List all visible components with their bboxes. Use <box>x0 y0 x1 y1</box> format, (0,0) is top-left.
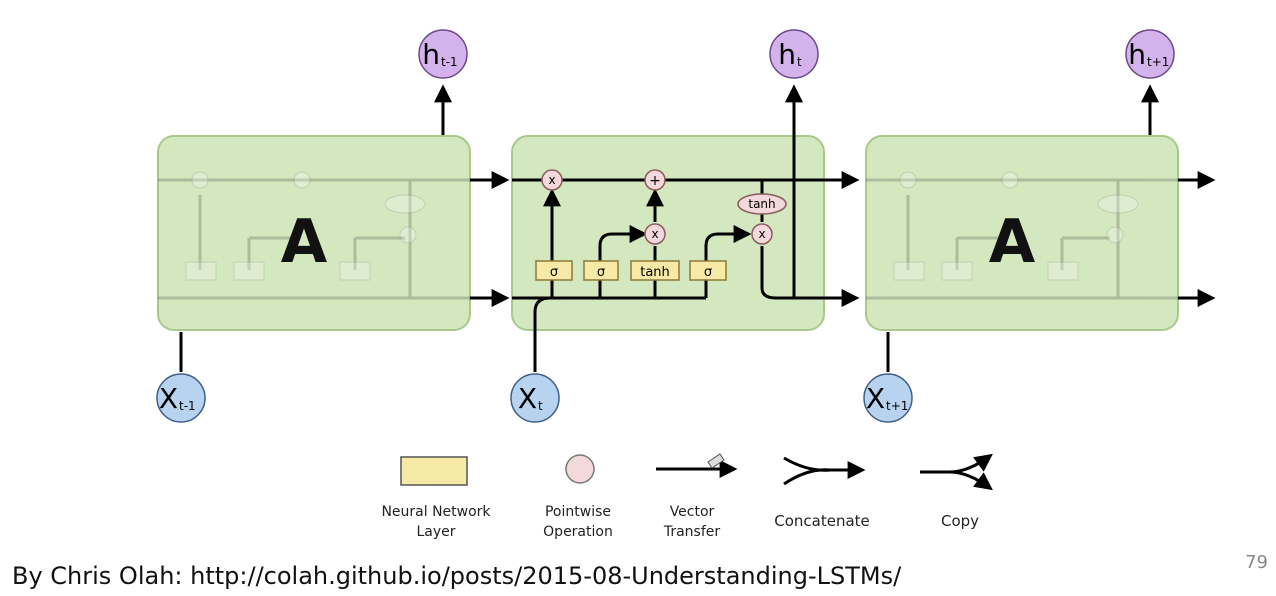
output-base-right: h <box>1128 38 1146 71</box>
page-number: 79 <box>1245 552 1268 573</box>
output-gate-arrow <box>704 225 752 261</box>
cell-middle: σ σ tanh σ x + x x tanh <box>511 84 860 372</box>
input-path-middle <box>533 296 551 372</box>
legend-pointwise-swatch <box>565 454 595 484</box>
input-node-middle: X t <box>510 373 560 423</box>
pointwise-forget-label: x <box>548 173 555 187</box>
cell-left: A <box>157 84 510 372</box>
legend-layer-swatch <box>400 456 468 486</box>
pointwise-input-label: x <box>651 227 658 241</box>
legend-pointwise-label-1: Pointwise <box>545 504 611 520</box>
pointwise-output-label: x <box>758 227 765 241</box>
legend-transfer-label-2: Transfer <box>663 524 721 540</box>
pointwise-input <box>644 223 666 245</box>
input-gate-arrow <box>598 225 648 261</box>
cell-box-right <box>865 135 1179 331</box>
input-sub-right: t+1 <box>886 399 908 413</box>
ghost-layers-right <box>893 171 1139 281</box>
cell-label-left: A <box>281 207 328 277</box>
lstm-diagram: A σ σ tanh σ <box>156 29 1216 540</box>
legend-transfer-label-1: Vector <box>670 504 715 520</box>
hidden-out-middle <box>760 246 860 307</box>
input-node-right: X t+1 <box>863 373 913 423</box>
output-sub-middle: t <box>797 55 802 69</box>
legend-layer-label-1: Neural Network <box>381 504 491 520</box>
pointwise-tanh-label: tanh <box>748 197 775 211</box>
output-node-middle: h t <box>769 29 819 79</box>
ghost-internals-right <box>866 178 1178 300</box>
pointwise-add-label: + <box>649 173 661 189</box>
pencil-icon <box>707 453 725 469</box>
input-sub-middle: t <box>538 399 543 413</box>
layer-forget <box>535 260 573 281</box>
pointwise-add <box>644 169 666 191</box>
layer-candidate-label: tanh <box>640 265 670 280</box>
pointwise-tanh <box>737 193 787 215</box>
ghost-layers-left <box>185 171 426 281</box>
legend-copy-icon-top <box>920 453 993 474</box>
legend-copy-icon-bottom <box>949 470 993 491</box>
input-node-left: X t-1 <box>156 373 206 423</box>
input-base-right: X <box>866 382 885 415</box>
legend-layer-label-2: Layer <box>416 524 455 540</box>
output-node-right: h t+1 <box>1125 29 1175 79</box>
legend-copy-label: Copy <box>941 512 979 530</box>
output-base-middle: h <box>778 38 796 71</box>
layer-input-label: σ <box>597 265 605 280</box>
input-base-middle: X <box>518 382 537 415</box>
cell-box-left <box>157 135 471 331</box>
legend-concatenate-label: Concatenate <box>774 512 870 530</box>
legend: Neural Network Layer Pointwise Operation… <box>381 453 993 540</box>
input-base-left: X <box>159 382 178 415</box>
cell-right: A <box>865 84 1216 372</box>
cell-box-middle <box>511 135 825 331</box>
source-caption: By Chris Olah: http://colah.github.io/po… <box>12 562 902 590</box>
ghost-internals-left <box>158 178 470 300</box>
input-sub-left: t-1 <box>179 399 196 413</box>
layer-input <box>583 260 619 281</box>
legend-pointwise-label-2: Operation <box>543 524 613 540</box>
output-node-left: h t-1 <box>418 29 468 79</box>
pointwise-forget <box>541 169 563 191</box>
cell-label-right: A <box>989 207 1036 277</box>
layer-forget-label: σ <box>550 265 558 280</box>
pointwise-output <box>751 223 773 245</box>
layer-output-label: σ <box>704 265 712 280</box>
output-sub-left: t-1 <box>441 55 458 69</box>
legend-concatenate-icon <box>783 458 862 484</box>
layer-candidate <box>630 260 680 281</box>
output-sub-right: t+1 <box>1147 55 1169 69</box>
layer-output <box>689 260 727 281</box>
output-base-left: h <box>422 38 440 71</box>
